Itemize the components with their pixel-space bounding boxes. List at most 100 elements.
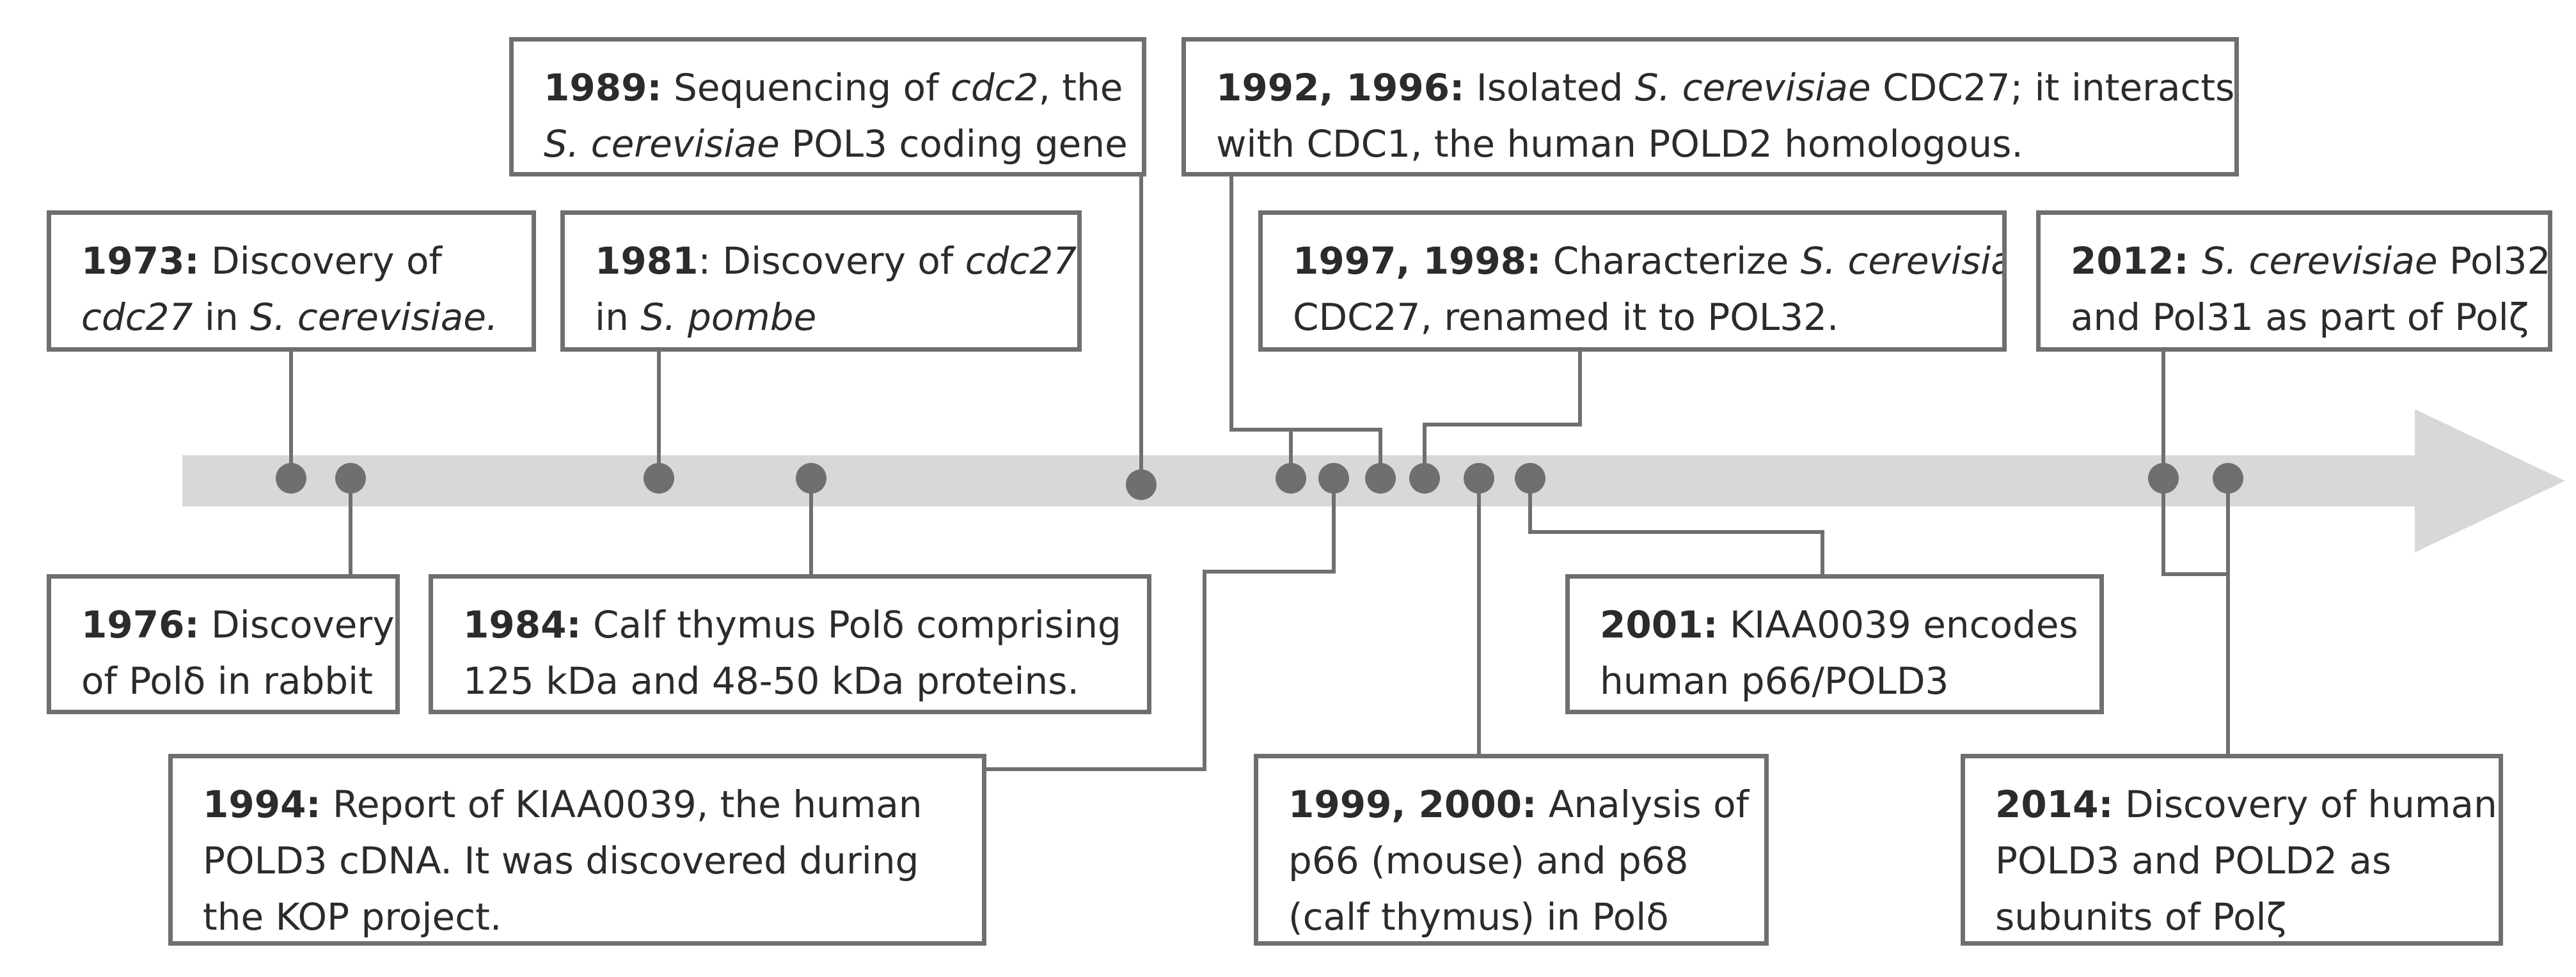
- event-text-line: human p66/POLD3: [1600, 653, 2099, 709]
- event-text: S. cerevisiae: [2201, 239, 2438, 283]
- event-year: 1984:: [463, 603, 581, 646]
- event-year: 1999, 2000:: [1288, 783, 1537, 826]
- event-text-line: the KOP project.: [203, 889, 982, 941]
- event-text-line: p66 (mouse) and p68: [1288, 832, 1764, 889]
- event-text: POLD3 cDNA. It was discovered during: [203, 839, 919, 882]
- event-text-line: 2014: Discovery of human: [1995, 776, 2499, 832]
- timeline-dot-1994: [1318, 463, 1349, 494]
- event-text: Pol32: [2437, 239, 2551, 283]
- event-text: Discovery: [199, 603, 395, 646]
- event-text: POLD3 and POLD2 as: [1995, 839, 2392, 882]
- event-text-line: (calf thymus) in Polδ: [1288, 889, 1764, 941]
- event-year: 2012:: [2071, 239, 2202, 283]
- event-box-2001: 2001: KIAA0039 encodes human p66/POLD3: [1565, 574, 2104, 714]
- event-text: CDC27, renamed it to POL32.: [1293, 295, 1839, 339]
- event-box-1984: 1984: Calf thymus Polδ comprising 125 kDa…: [429, 574, 1151, 714]
- connector-lines: [289, 175, 2230, 771]
- event-text-line: POLD3 and POLD2 as: [1995, 832, 2499, 889]
- event-text: the KOP project.: [203, 895, 502, 939]
- timeline-dot-1997: [1409, 463, 1440, 494]
- event-text-line: with CDC1, the human POLD2 homologous.: [1216, 116, 2234, 172]
- event-year: 2014:: [1995, 783, 2114, 826]
- event-text: KIAA0039 encodes: [1718, 603, 2078, 646]
- event-text: POL3 coding gene: [779, 122, 1128, 166]
- timeline-dot-2001: [1515, 463, 1545, 494]
- event-text-line: 2001: KIAA0039 encodes: [1600, 597, 2099, 653]
- event-text: S. cerevisiae: [1634, 66, 1871, 109]
- event-text-line: POLD3 cDNA. It was discovered during: [203, 832, 982, 889]
- event-year: 1992, 1996:: [1216, 66, 1465, 109]
- event-text-line: in S. pombe: [595, 289, 1077, 345]
- event-box-2012: 2012: S. cerevisiae Pol32 and Pol31 as pa…: [2036, 210, 2552, 352]
- event-text: and Pol31 as part of Polζ: [2071, 295, 2529, 339]
- event-text-line: and Pol31 as part of Polζ: [2071, 289, 2548, 345]
- event-text-line: S. cerevisiae POL3 coding gene: [544, 116, 1142, 172]
- connector-2001: [1528, 478, 1824, 574]
- timeline-dot-2014: [2213, 463, 2243, 494]
- event-text-line: 1992, 1996: Isolated S. cerevisiae CDC27…: [1216, 59, 2234, 116]
- event-year: 1989:: [544, 66, 662, 109]
- event-text-line: subunits of Polζ: [1995, 889, 2499, 941]
- event-text: human p66/POLD3: [1600, 659, 1949, 703]
- connector-1992: [1229, 175, 1293, 478]
- event-year: 1973:: [81, 239, 200, 283]
- event-text-line: CDC27, renamed it to POL32.: [1293, 289, 2002, 345]
- timeline-dot-1996: [1365, 463, 1396, 494]
- event-text: in: [193, 295, 251, 339]
- event-text: Discovery of: [199, 239, 442, 283]
- event-text-line: 1973: Discovery of: [81, 233, 532, 289]
- event-box-1976: 1976: Discovery of Polδ in rabbit: [47, 574, 400, 714]
- event-text-line: 1976: Discovery: [81, 597, 395, 653]
- event-text: in: [595, 295, 641, 339]
- timeline-dot-1992: [1276, 463, 1306, 494]
- event-text: Isolated: [1464, 66, 1635, 109]
- timeline-dot-1976: [335, 463, 366, 494]
- event-text: Sequencing of: [661, 66, 951, 109]
- event-year: 1976:: [81, 603, 200, 646]
- event-text-line: 2012: S. cerevisiae Pol32: [2071, 233, 2548, 289]
- event-box-1999: 1999, 2000: Analysis of p66 (mouse) and p…: [1254, 754, 1769, 946]
- event-year: 1994:: [203, 783, 321, 826]
- event-text: 125 kDa and 48-50 kDa proteins.: [463, 659, 1079, 703]
- event-text-line: 1994: Report of KIAA0039, the human: [203, 776, 982, 832]
- timeline-dot-1984: [796, 463, 826, 494]
- event-text: , the: [1038, 66, 1123, 109]
- event-text: subunits of Polζ: [1995, 895, 2287, 939]
- event-text: Characterize: [1541, 239, 1801, 283]
- timeline-dot-1999: [1464, 463, 1494, 494]
- event-text: S. pombe: [640, 295, 817, 339]
- event-year: 1997, 1998:: [1293, 239, 1542, 283]
- event-text-line: cdc27 in S. cerevisiae.: [81, 289, 532, 345]
- event-text: S. cerevisiae.: [250, 295, 498, 339]
- event-text: Analysis of: [1537, 783, 1750, 826]
- event-text-line: 125 kDa and 48-50 kDa proteins.: [463, 653, 1147, 709]
- event-text: cdc2: [950, 66, 1039, 109]
- event-text: of Polδ in rabbit: [81, 659, 373, 703]
- event-text: cdc27: [965, 239, 1077, 283]
- connector-2012: [2161, 352, 2228, 576]
- event-box-1992: 1992, 1996: Isolated S. cerevisiae CDC27…: [1181, 37, 2239, 176]
- connector-1994: [986, 478, 1336, 771]
- timeline-dot-1981: [644, 463, 674, 494]
- event-text: Report of KIAA0039, the human: [320, 783, 922, 826]
- event-box-1997: 1997, 1998: Characterize S. cerevisiaeCD…: [1258, 210, 2007, 352]
- event-text-line: 1981: Discovery of cdc27: [595, 233, 1077, 289]
- event-text: (calf thymus) in Polδ: [1288, 895, 1669, 939]
- event-text-line: 1997, 1998: Characterize S. cerevisiae: [1293, 233, 2002, 289]
- timeline-dots: [276, 463, 2243, 500]
- connector-1997: [1423, 352, 1582, 478]
- event-text: Calf thymus Polδ comprising: [581, 603, 1121, 646]
- event-year: 1981: [595, 239, 699, 283]
- event-text-line: 1984: Calf thymus Polδ comprising: [463, 597, 1147, 653]
- event-text-line: 1999, 2000: Analysis of: [1288, 776, 1764, 832]
- event-text: p66 (mouse) and p68: [1288, 839, 1689, 882]
- event-text: with CDC1, the human POLD2 homologous.: [1216, 122, 2023, 166]
- timeline-dot-2012: [2148, 463, 2179, 494]
- connector-1992b: [1291, 428, 1382, 478]
- event-text: CDC27; it interacts: [1870, 66, 2235, 109]
